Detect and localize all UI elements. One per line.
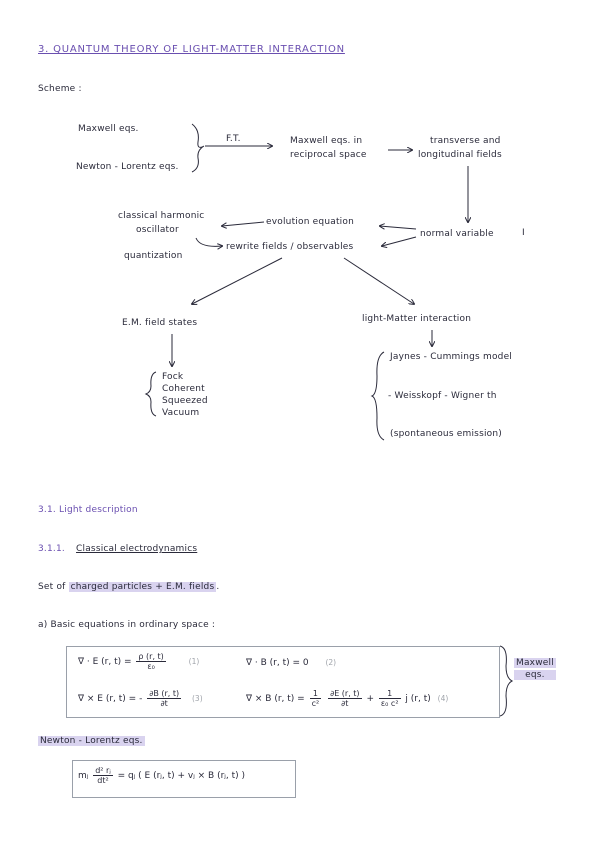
brace-light-matter: [370, 351, 385, 441]
maxwell-equations-box: [66, 646, 500, 718]
section-3-1-heading: 3.1. Light description: [38, 505, 138, 515]
brace-left: [191, 123, 205, 173]
node-transverse-1: transverse and: [430, 136, 501, 146]
maxwell-label: Maxwell eqs.: [514, 658, 556, 680]
node-ww-th: - Weisskopf - Wigner th: [388, 391, 497, 401]
bracket-mark: I: [522, 228, 525, 238]
maxwell-label-2: eqs.: [514, 670, 556, 680]
eq1-number: (1): [188, 657, 200, 666]
node-transverse-2: longitudinal fields: [418, 150, 502, 160]
eq4-f3n: 1: [378, 689, 401, 699]
arrow-to-evolution: [380, 226, 417, 230]
newton-equation-box: [72, 760, 296, 798]
node-newton-lorentz: Newton - Lorentz eqs.: [76, 162, 179, 172]
eq5-rhs: = qⱼ ( E (rⱼ, t) + vⱼ × B (rⱼ, t) ): [117, 771, 246, 781]
scheme-label: Scheme :: [38, 84, 82, 94]
part-a-heading: a) Basic equations in ordinary space :: [38, 620, 216, 630]
eq5-lhs: mⱼ: [78, 771, 89, 781]
equation-3: ∇ × E (r, t) = - ∂B (r, t)∂t (3): [78, 689, 203, 708]
eq4-plus: +: [366, 694, 374, 704]
state-fock: Fock: [162, 372, 184, 382]
eq5-den: dt²: [97, 776, 109, 785]
arrow-to-em-states: [192, 257, 283, 304]
charged-particles-highlight: charged particles + E.M. fields: [68, 582, 217, 592]
node-quantization: quantization: [124, 251, 183, 261]
maxwell-label-1: Maxwell: [514, 658, 556, 668]
section-3-1-1-heading: 3.1.1. Classical electrodynamics: [38, 544, 197, 554]
set-of-end: .: [216, 582, 220, 592]
node-evolution-eq: evolution equation: [266, 217, 354, 227]
eq1-fraction: ρ (r, t)ε₀: [136, 652, 166, 671]
eq5-num: d² rⱼ: [93, 766, 113, 776]
eq2-text: ∇ · B (r, t) = 0: [246, 658, 309, 668]
arrow-to-light-matter: [343, 257, 414, 304]
node-rewrite: rewrite fields / observables: [226, 242, 354, 252]
eq3-lhs: ∇ × E (r, t) = -: [78, 694, 143, 704]
node-maxwell-eqs: Maxwell eqs.: [78, 124, 139, 134]
arrow-quantization: [195, 237, 222, 246]
equation-1: ∇ · E (r, t) = ρ (r, t)ε₀ (1): [78, 652, 199, 671]
newton-lorentz-label: Newton - Lorentz eqs.: [38, 736, 145, 746]
node-em-states: E.M. field states: [122, 318, 198, 328]
brace-states: [144, 371, 157, 417]
node-normal-variable: normal variable: [420, 229, 494, 239]
section-3-1-1-number: 3.1.1.: [38, 544, 65, 554]
section-3-1-1-title: Classical electrodynamics: [76, 544, 198, 554]
eq4-frac-2: ∂E (r, t)∂t: [328, 689, 362, 708]
node-oscillator-1: classical harmonic: [118, 211, 205, 221]
label-ft: F.T.: [226, 134, 241, 144]
page-title: 3. QUANTUM THEORY OF LIGHT-MATTER INTERA…: [38, 44, 345, 55]
arrow-to-oscillator: [222, 221, 265, 226]
state-coherent: Coherent: [162, 384, 205, 394]
set-of-line: Set of charged particles + E.M. fields.: [38, 582, 219, 592]
eq4-tail: j (r, t): [405, 694, 431, 704]
eq3-den: ∂t: [160, 699, 168, 708]
eq4-number: (4): [437, 694, 449, 703]
eq4-f1n: 1: [309, 689, 322, 699]
set-of-text: Set of: [38, 582, 66, 592]
arrow-to-rewrite: [382, 236, 417, 246]
node-maxwell-recip-1: Maxwell eqs. in: [290, 136, 363, 146]
eq3-fraction: ∂B (r, t)∂t: [147, 689, 182, 708]
eq4-f2d: ∂t: [341, 699, 349, 708]
equation-2: ∇ · B (r, t) = 0 (2): [246, 658, 336, 668]
eq3-num: ∂B (r, t): [147, 689, 182, 699]
node-spontaneous: (spontaneous emission): [390, 429, 502, 439]
eq2-number: (2): [325, 658, 337, 667]
node-jc-model: Jaynes - Cummings model: [390, 352, 513, 362]
eq4-lhs: ∇ × B (r, t) =: [246, 694, 305, 704]
node-light-matter: light-Matter interaction: [362, 314, 472, 324]
state-vacuum: Vacuum: [162, 408, 200, 418]
state-squeezed: Squeezed: [162, 396, 208, 406]
eq3-number: (3): [192, 694, 203, 703]
node-oscillator-2: oscillator: [136, 225, 179, 235]
eq4-f3d: ε₀ c²: [380, 699, 399, 708]
eq4-f2n: ∂E (r, t): [328, 689, 362, 699]
node-maxwell-recip-2: reciprocal space: [290, 150, 367, 160]
eq1-lhs: ∇ · E (r, t) =: [78, 657, 132, 667]
eq4-f1d: c²: [311, 699, 320, 708]
eq1-den: ε₀: [147, 662, 155, 671]
eq1-num: ρ (r, t): [136, 652, 166, 662]
newton-lorentz-highlight: Newton - Lorentz eqs.: [38, 736, 145, 746]
